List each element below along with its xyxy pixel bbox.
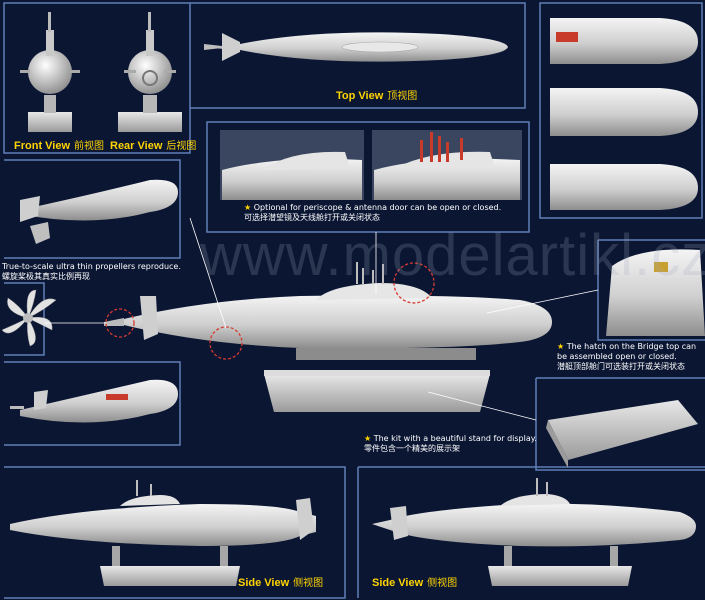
star-icon: ★	[364, 434, 372, 443]
front-view-model	[20, 12, 80, 132]
hatch-caption-cn: 潜艇顶部舱门可选装打开或关闭状态	[557, 362, 685, 371]
stand-detail	[546, 400, 698, 468]
hatch-caption: ★ The hatch on the Bridge top can be ass…	[557, 342, 705, 372]
hatch-caption-en: The hatch on the Bridge top can be assem…	[557, 342, 697, 361]
side-view-left-label: Side View	[238, 577, 290, 589]
top-view-label-cn: 顶视图	[387, 91, 418, 102]
top-view-label: Top View	[336, 90, 384, 102]
side-view-right-label: Side View	[372, 577, 424, 589]
propeller-caption-cn: 螺旋桨极其真实比例再现	[2, 272, 90, 281]
periscope-caption-cn: 可选择潜望镜及天线舱打开或关闭状态	[244, 213, 380, 222]
propeller-caption-en: True-to-scale ultra thin propellers repr…	[2, 262, 181, 271]
detail-bow-views	[550, 18, 698, 210]
stand-caption: ★ The kit with a beautiful stand for dis…	[364, 434, 544, 454]
periscope-caption-en: Optional for periscope & antenna door ca…	[253, 203, 502, 212]
stern-view-upper	[20, 179, 178, 244]
top-view-model	[204, 32, 508, 62]
side-view-right-label-cn: 侧视图	[427, 578, 458, 589]
side-view-right-model	[372, 478, 696, 586]
callout-lines	[44, 217, 599, 421]
side-view-left-model	[10, 480, 316, 586]
propeller-caption: True-to-scale ultra thin propellers repr…	[2, 262, 182, 282]
front-view-label: Front View	[14, 140, 71, 152]
rear-view-label: Rear View	[110, 140, 163, 152]
main-submarine-model	[104, 262, 552, 412]
star-icon: ★	[244, 203, 252, 212]
panel-frames	[3, 2, 705, 599]
stern-view-lower	[10, 379, 178, 423]
watermark: www.modelartikl.cz	[200, 223, 705, 288]
periscope-insets	[220, 130, 522, 200]
stand-caption-en: The kit with a beautiful stand for displ…	[373, 434, 537, 443]
stand-caption-cn: 零件包含一个精美的展示架	[364, 444, 460, 453]
side-view-left-label-cn: 侧视图	[293, 578, 324, 589]
periscope-caption: ★ Optional for periscope & antenna door …	[244, 203, 524, 223]
highlight-circles	[105, 262, 435, 360]
rear-view-model	[118, 12, 182, 132]
propeller-detail	[1, 289, 57, 347]
rear-view-label-cn: 后视图	[166, 141, 197, 152]
star-icon: ★	[557, 342, 565, 351]
hatch-detail	[606, 249, 705, 336]
front-view-label-cn: 前视图	[74, 141, 105, 152]
